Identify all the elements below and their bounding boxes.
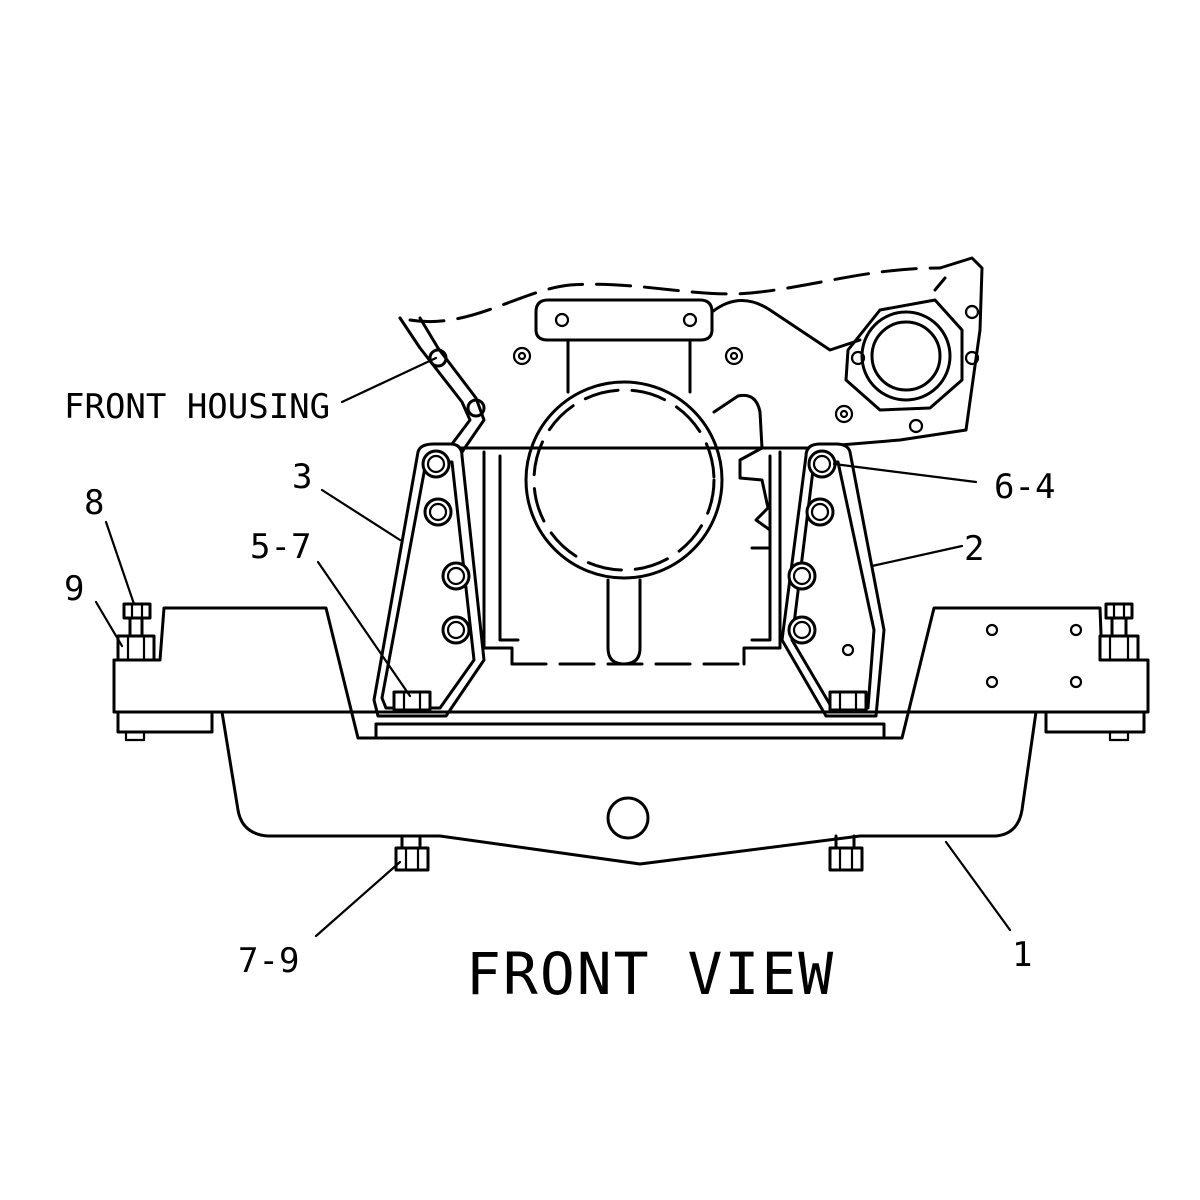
left-mount-bracket: [372, 442, 486, 718]
bottom-bolt-right: [828, 834, 864, 872]
callout-1: 1: [1012, 935, 1032, 975]
view-title: FRONT VIEW: [466, 940, 835, 1008]
cross-member: [112, 606, 1150, 866]
right-stud-nut: [1098, 602, 1140, 662]
bottom-bolt-left: [394, 834, 430, 872]
callout-5-7: 5-7: [250, 527, 311, 567]
callout-front-housing: FRONT HOUSING: [64, 387, 330, 427]
leader-lines: [94, 356, 1012, 938]
callout-2: 2: [964, 529, 984, 569]
callout-6-4: 6-4: [994, 467, 1055, 507]
callout-7-9: 7-9: [238, 941, 299, 981]
left-stud-nut: [116, 602, 156, 662]
right-mount-bracket: [780, 442, 886, 718]
bracket-base-plate: [374, 722, 886, 740]
callout-8: 8: [84, 483, 104, 523]
callout-3: 3: [292, 457, 312, 497]
callout-9: 9: [64, 569, 84, 609]
engine-front-housing: [398, 256, 984, 666]
